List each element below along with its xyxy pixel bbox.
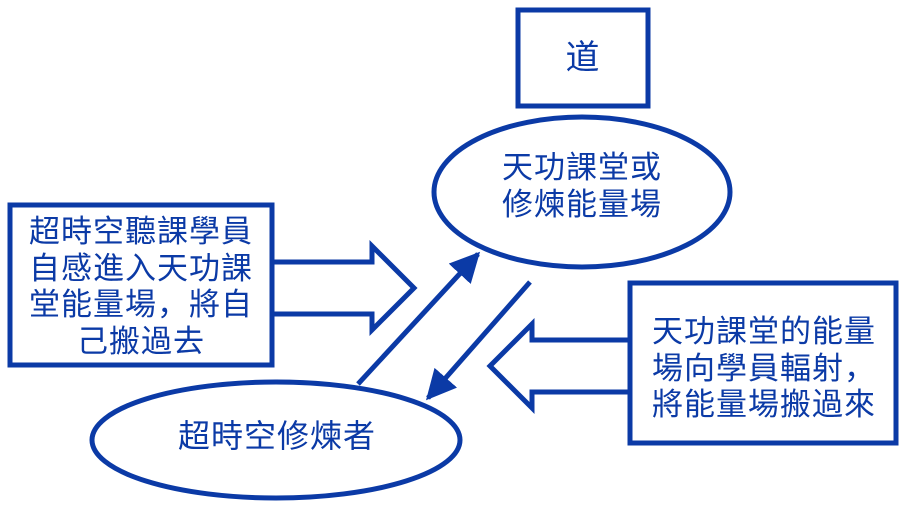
arrow-to-practitioner — [426, 280, 532, 401]
right-box-line-1: 天功課堂的能量 — [652, 314, 876, 350]
practitioner-label: 超時空修煉者 — [177, 417, 376, 455]
block-arrow-left — [486, 317, 630, 415]
left-box-text: 超時空聽課學員 自感進入天功課 堂能量場，將自 己搬過去 — [10, 214, 272, 360]
practitioner-ellipse — [89, 379, 463, 501]
right-box-line-3: 將能量場搬過來 — [652, 387, 876, 424]
left-box-line-4: 己搬過去 — [77, 323, 205, 360]
energy-field-line-1: 天功課堂或 — [502, 150, 662, 186]
left-box-line-3: 堂能量場，將自 — [29, 287, 253, 324]
block-arrow-right — [274, 239, 418, 337]
right-box-line-2: 場向學員輻射， — [652, 350, 876, 387]
energy-field-label: 天功課堂或 修煉能量場 — [432, 150, 732, 223]
left-box-line-2: 自感進入天功課 — [29, 250, 253, 287]
right-text-box — [627, 280, 899, 446]
dao-label: 道 — [565, 38, 601, 78]
arrow-to-field — [356, 251, 481, 386]
left-text-box — [7, 202, 275, 368]
right-box-text: 天功課堂的能量 場向學員輻射， 將能量場搬過來 — [632, 314, 896, 424]
energy-field-ellipse — [431, 114, 733, 270]
dao-box — [515, 7, 651, 109]
energy-field-line-2: 修煉能量場 — [502, 186, 662, 223]
left-box-line-1: 超時空聽課學員 — [29, 214, 253, 250]
